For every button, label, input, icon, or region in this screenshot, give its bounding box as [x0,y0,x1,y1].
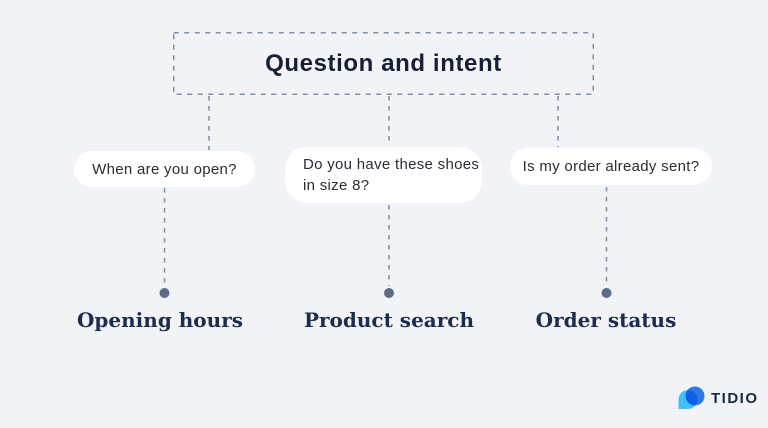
intent-label-product-search: Product search [303,308,475,332]
question-bubble-order-status: Is my order already sent? [510,148,712,185]
tidio-logo: TIDIO [675,386,759,410]
tidio-bubble-icon [678,386,705,409]
intent-label-order-status: Order status [535,308,677,332]
dot-product-search [384,288,394,298]
diagram-title: Question and intent [265,49,502,77]
question-bubble-opening-hours: When are you open? [74,151,255,187]
question-text-line-1: Do you have these shoes [303,156,480,173]
brand-name: TIDIO [711,389,759,407]
dot-opening-hours [159,288,170,298]
connector-dots [159,288,612,298]
dot-order-status [601,288,612,298]
question-text: When are you open? [92,160,237,178]
intent-label-opening-hours: Opening hours [77,308,243,332]
question-text-line-2: in size 8? [303,177,370,194]
title-box: Question and intent [173,32,594,95]
question-text: Is my order already sent? [522,158,700,175]
question-bubble-product-search: Do you have these shoes in size 8? [285,147,482,203]
